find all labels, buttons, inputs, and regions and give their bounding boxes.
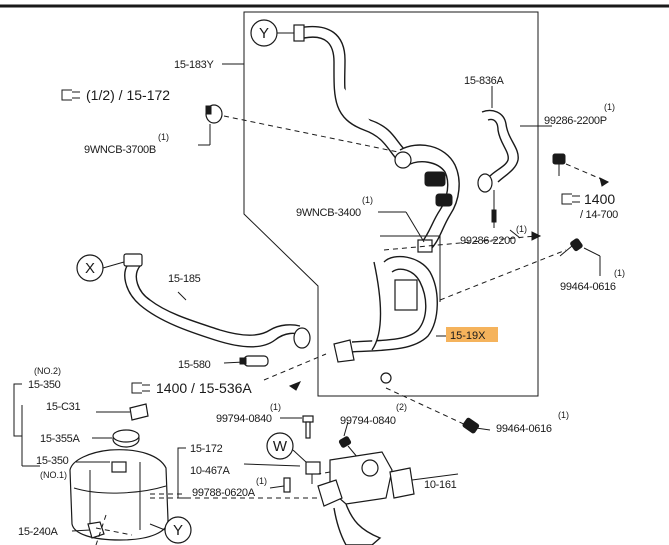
label-99464-0616-top[interactable]: 99464-0616 bbox=[560, 281, 616, 293]
label-10-161[interactable]: 10-161 bbox=[424, 479, 457, 491]
bolt-99794-0840-right[interactable] bbox=[338, 436, 359, 459]
connector-icon-c bbox=[131, 382, 150, 394]
bolt-99788-0620a[interactable] bbox=[283, 477, 291, 493]
gasket-10-161[interactable] bbox=[389, 467, 415, 499]
label-99464-0616-bottom-qty: (1) bbox=[558, 410, 569, 420]
label-99286-2200[interactable]: 99286-2200 bbox=[460, 235, 516, 247]
label-9wncb-3700b[interactable]: 9WNCB-3700B bbox=[84, 144, 156, 156]
label-99286-2200p-qty: (1) bbox=[604, 102, 615, 112]
label-15-172-ref[interactable]: (1/2) / 15-172 bbox=[86, 87, 170, 103]
label-1400-a[interactable]: 1400 bbox=[584, 191, 615, 207]
label-15-183y[interactable]: 15-183Y bbox=[174, 59, 215, 71]
label-15-185[interactable]: 15-185 bbox=[168, 273, 201, 285]
label-1400-15-536a[interactable]: 1400 / 15-536A bbox=[156, 380, 252, 396]
label-14-700[interactable]: / 14-700 bbox=[580, 209, 618, 221]
label-15-c31[interactable] bbox=[129, 403, 149, 421]
inset-box-outline bbox=[243, 11, 539, 397]
label-15-580[interactable]: 15-580 bbox=[178, 359, 211, 371]
label-15-350-no1-a[interactable]: 15-350 bbox=[36, 455, 69, 467]
label-99788-0620a[interactable]: 99788-0620A bbox=[192, 487, 256, 499]
label-99286-2200p[interactable]: 99286-2200P bbox=[544, 115, 607, 127]
label-15-836a[interactable]: 15-836A bbox=[464, 75, 505, 87]
label-9wncb-3700b-qty: (1) bbox=[158, 132, 169, 142]
label-99794-0840-left[interactable]: 99794-0840 bbox=[216, 413, 272, 425]
svg-text:W: W bbox=[273, 438, 288, 455]
callout-y-bottom: Y bbox=[149, 516, 192, 544]
bolt-99464-0616-bottom[interactable] bbox=[462, 417, 491, 434]
hose-15-185[interactable] bbox=[123, 253, 311, 349]
label-9wncb-3400[interactable]: 9WNCB-3400 bbox=[296, 207, 361, 219]
callout-w: W bbox=[266, 432, 307, 463]
reference-arrows bbox=[288, 177, 609, 391]
bolt-99286-2200p[interactable] bbox=[552, 153, 566, 176]
bolt-99464-0616-top[interactable] bbox=[559, 238, 583, 257]
label-15-c31[interactable]: 15-C31 bbox=[46, 401, 81, 413]
reserve-tank-15-350[interactable] bbox=[69, 449, 169, 541]
label-10-467a[interactable]: 10-467A bbox=[190, 465, 231, 477]
label-15-350-no2-b[interactable]: 15-350 bbox=[28, 379, 61, 391]
callout-x: X bbox=[76, 254, 125, 282]
label-99794-0840-right[interactable]: 99794-0840 bbox=[340, 415, 396, 427]
clamp-9wncb-3400[interactable] bbox=[417, 171, 453, 253]
label-99464-0616-bottom[interactable]: 99464-0616 bbox=[496, 423, 552, 435]
label-15-350-no1-b: (NO.1) bbox=[40, 470, 67, 480]
clamp-99286-2200[interactable] bbox=[491, 190, 497, 228]
svg-text:Y: Y bbox=[259, 25, 269, 42]
label-15-19x-highlight[interactable]: 15-19X bbox=[446, 327, 498, 342]
label-15-355a[interactable]: 15-355A bbox=[40, 433, 81, 445]
label-99794-0840-left-qty: (1) bbox=[270, 402, 281, 412]
fitting-15-172[interactable] bbox=[305, 461, 321, 484]
cap-15-355a[interactable] bbox=[112, 429, 140, 448]
label-9wncb-3400-qty: (1) bbox=[362, 195, 373, 205]
water-outlet-10-467a[interactable] bbox=[317, 451, 393, 545]
label-99286-2200-qty: (1) bbox=[516, 224, 527, 234]
svg-text:15-19X: 15-19X bbox=[450, 330, 486, 342]
callout-y-top: Y bbox=[250, 19, 294, 47]
connector-icon-b bbox=[561, 193, 580, 205]
inset-bracket bbox=[380, 235, 441, 302]
bolt-99794-0840-left[interactable] bbox=[302, 415, 314, 439]
label-15-350-no2-a: (NO.2) bbox=[34, 366, 61, 376]
connector-icon-a bbox=[61, 89, 80, 101]
svg-text:X: X bbox=[85, 260, 95, 277]
label-99464-0616-top-qty: (1) bbox=[614, 268, 625, 278]
clamp-15-580[interactable] bbox=[239, 355, 269, 367]
label-99794-0840-right-qty: (2) bbox=[396, 402, 407, 412]
clamp-9wncb-3700b[interactable] bbox=[205, 104, 223, 124]
pipe-15-19x[interactable] bbox=[333, 255, 438, 384]
svg-text:Y: Y bbox=[173, 522, 183, 539]
label-99788-0620a-qty: (1) bbox=[256, 476, 267, 486]
leader-lines bbox=[13, 63, 609, 545]
label-15-240a[interactable]: 15-240A bbox=[18, 526, 59, 538]
label-15-172[interactable]: 15-172 bbox=[190, 443, 223, 455]
hose-15-836a[interactable] bbox=[477, 109, 519, 193]
